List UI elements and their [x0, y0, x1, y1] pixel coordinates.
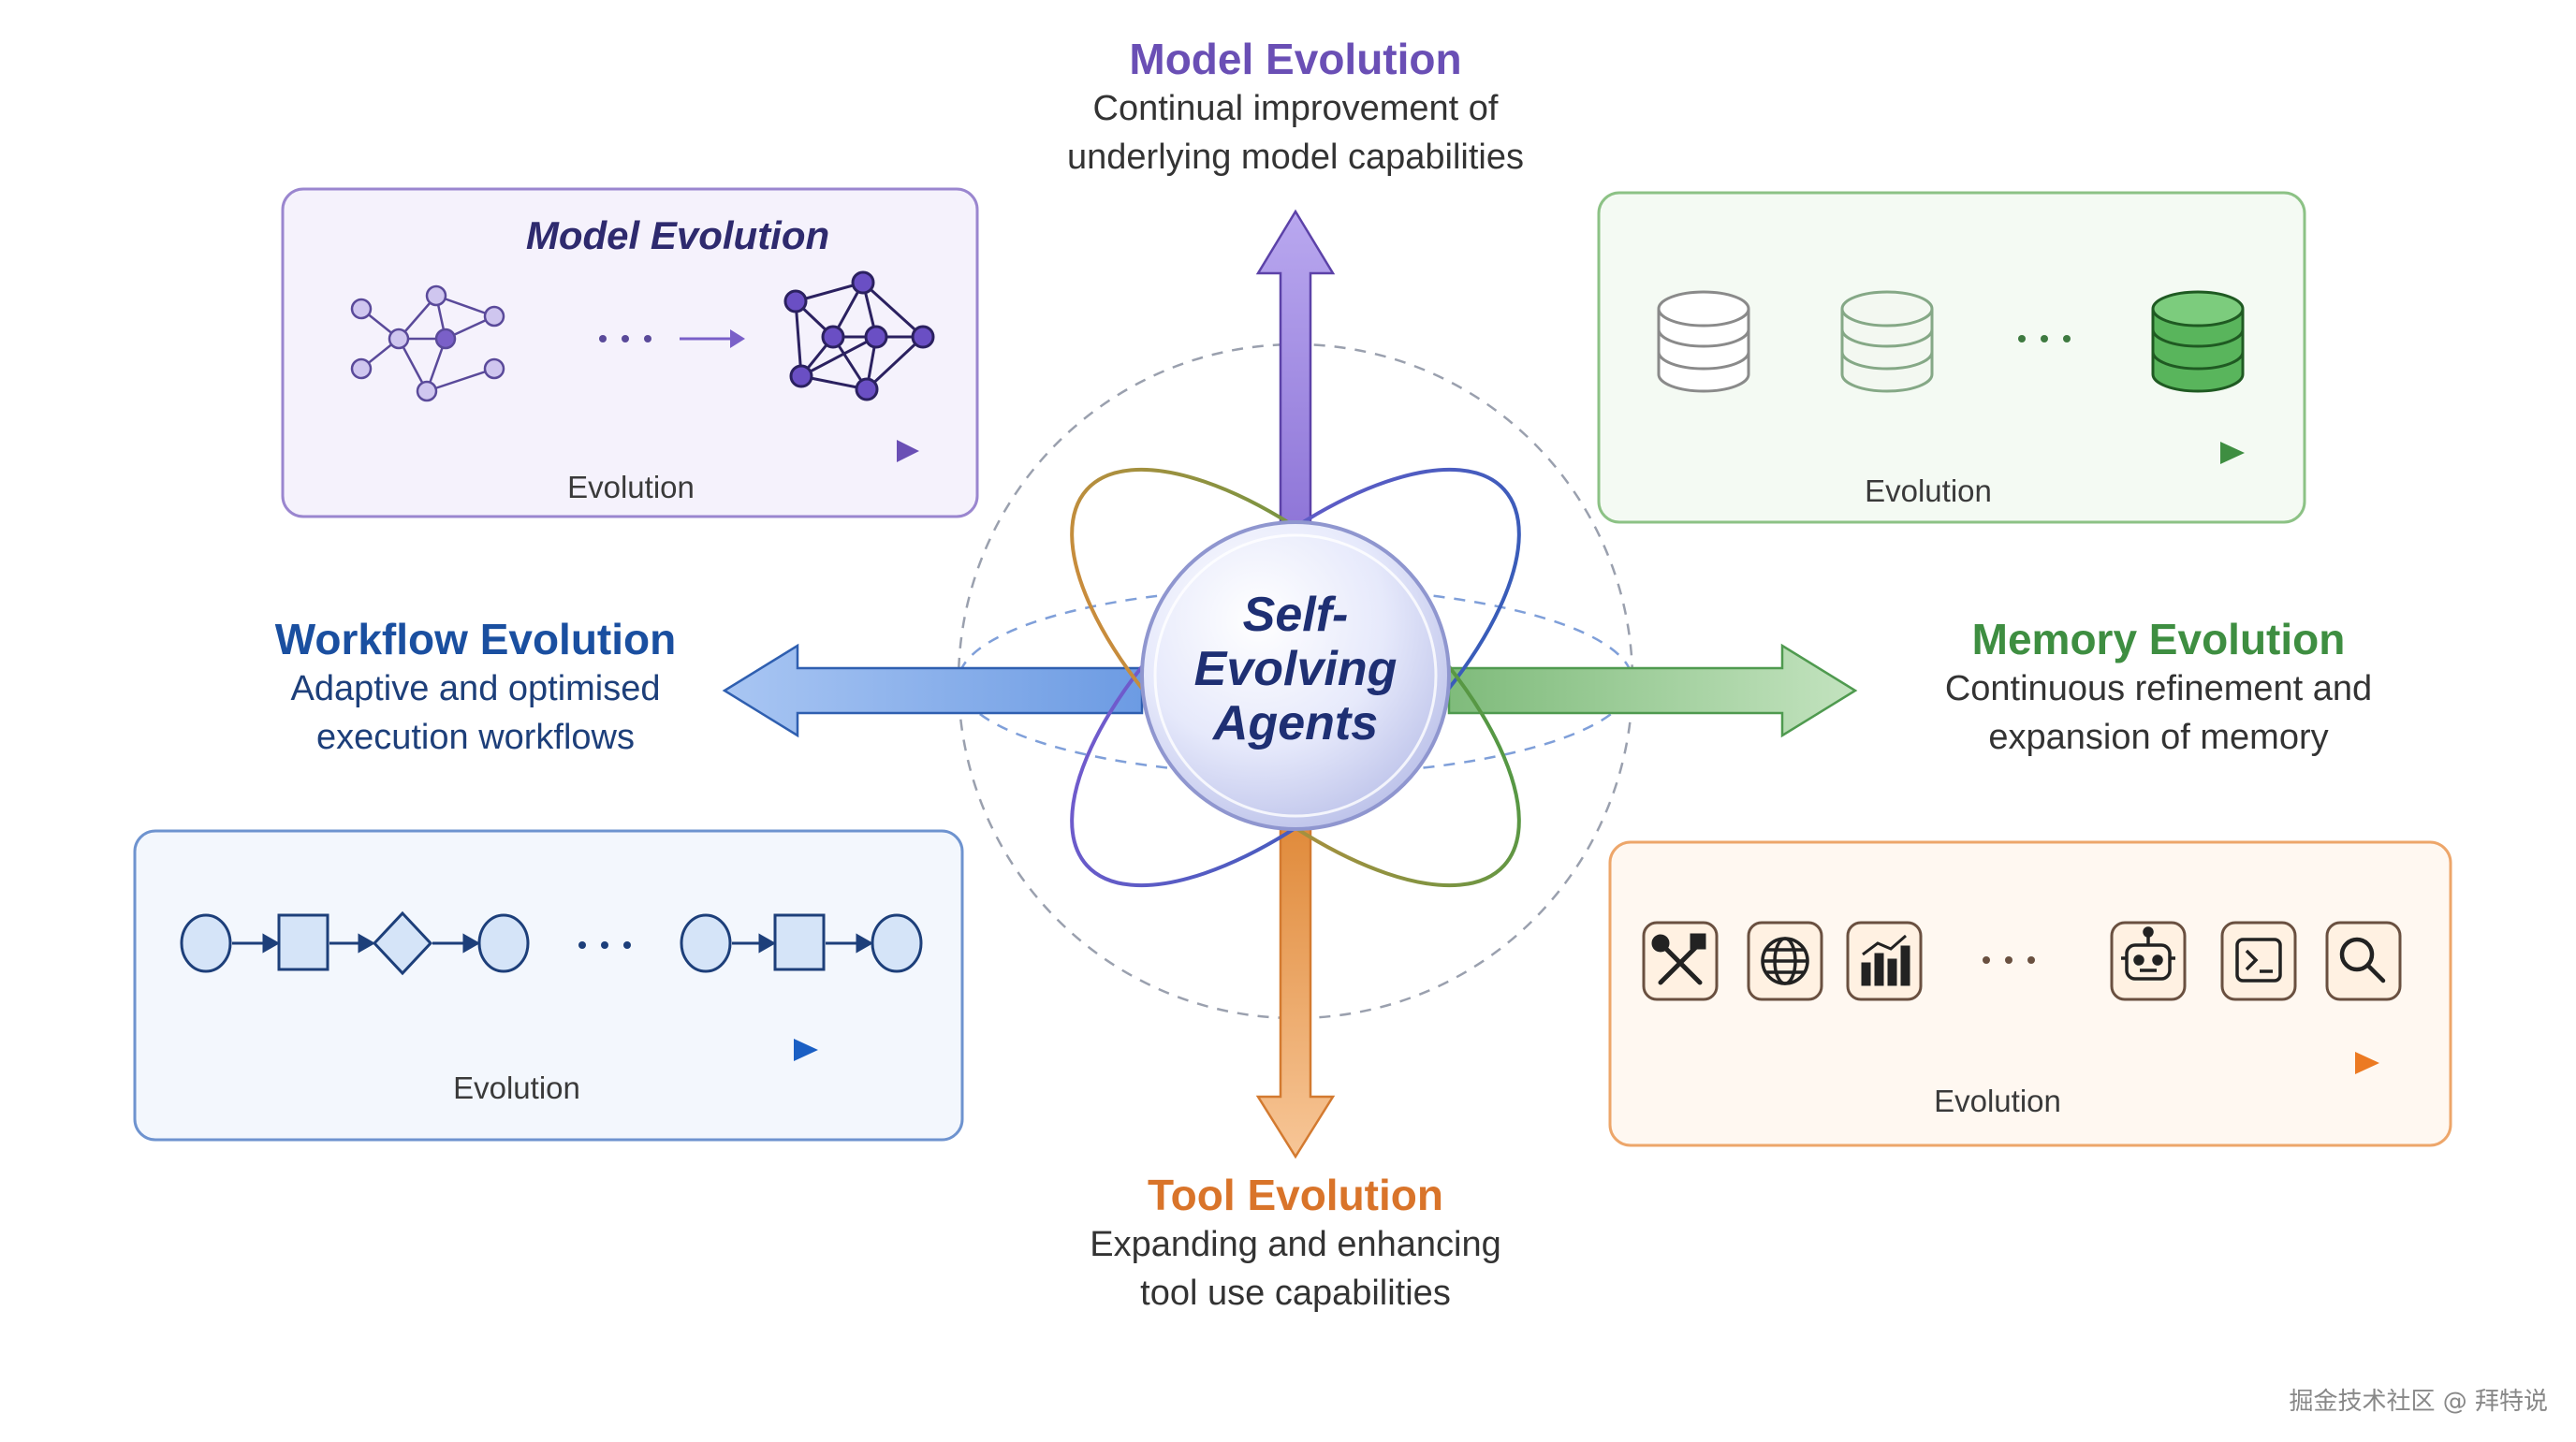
- memory-panel-caption: Evolution: [1865, 473, 1992, 508]
- small-network-icon: [350, 284, 505, 402]
- ellipsis-dots: [578, 335, 2071, 964]
- center-title-line-1: Self-: [1242, 588, 1349, 642]
- tool-evolution-title: Tool Evolution: [1148, 1171, 1443, 1219]
- arrow-left: [722, 643, 1144, 738]
- center-title: Self- Evolving Agents: [1157, 588, 1434, 750]
- workflow-shapes: [180, 910, 923, 976]
- model-evolution-desc-1: Continual improvement of: [1092, 89, 1499, 128]
- memory-panel: [1597, 191, 2306, 524]
- model-panel: [281, 187, 979, 518]
- center-sphere: [1140, 520, 1451, 831]
- memory-evolution-desc-2: expansion of memory: [1988, 718, 2329, 757]
- tool-evolution-desc-2: tool use capabilities: [1140, 1274, 1451, 1313]
- arrow-right: [1447, 643, 1858, 738]
- center-title-line-2: Evolving: [1193, 642, 1398, 696]
- tool-evolution-arrow: [1662, 1052, 2379, 1074]
- globe-icon: [1761, 937, 1809, 985]
- workflow-connectors: [232, 933, 874, 954]
- model-panel-title: Model Evolution: [525, 213, 830, 257]
- model-evolution-arrow: [343, 440, 919, 462]
- memory-evolution-desc-1: Continuous refinement and: [1944, 669, 2373, 708]
- robot-icon: [2121, 926, 2175, 981]
- database-icon-medium: [1840, 290, 1934, 393]
- database-icon-full: [2151, 290, 2245, 393]
- workflow-evolution-desc-2: execution workflows: [315, 718, 636, 757]
- tool-panel: [1608, 840, 2452, 1147]
- memory-evolution-arrow: [1655, 442, 2245, 464]
- wrench-screwdriver-icon: [1651, 933, 1706, 985]
- right-axis-label: Memory Evolution Continuous refinement a…: [1878, 614, 2439, 762]
- terminal-icon: [2235, 938, 2282, 983]
- magnifier-icon: [2339, 937, 2386, 983]
- tool-panel-caption: Evolution: [1934, 1084, 2061, 1118]
- top-axis-label: Model Evolution Continual improvement of…: [1015, 34, 1576, 182]
- center-title-line-3: Agents: [1212, 696, 1379, 750]
- workflow-evolution-desc-1: Adaptive and optimised: [290, 669, 661, 708]
- arrow-up: [1255, 209, 1336, 526]
- bottom-axis-label: Tool Evolution Expanding and enhancing t…: [1015, 1170, 1576, 1318]
- left-axis-label: Workflow Evolution Adaptive and optimise…: [232, 614, 719, 762]
- bar-chart-icon: [1861, 934, 1910, 986]
- workflow-panel: [133, 829, 964, 1142]
- database-icon-light: [1657, 290, 1750, 393]
- small-arrow: [680, 329, 745, 348]
- workflow-evolution-title: Workflow Evolution: [274, 615, 677, 663]
- model-evolution-title: Model Evolution: [1129, 35, 1462, 83]
- workflow-panel-caption: Evolution: [453, 1071, 580, 1105]
- watermark: 掘金技术社区 @ 拜特说: [2289, 1388, 2548, 1416]
- model-evolution-desc-2: underlying model capabilities: [1067, 138, 1524, 177]
- arrow-down: [1255, 822, 1336, 1159]
- memory-evolution-title: Memory Evolution: [1971, 615, 2346, 663]
- large-network-icon: [783, 270, 935, 401]
- workflow-evolution-arrow: [210, 1039, 818, 1061]
- tool-evolution-desc-1: Expanding and enhancing: [1090, 1225, 1501, 1264]
- model-panel-caption: Evolution: [567, 470, 695, 504]
